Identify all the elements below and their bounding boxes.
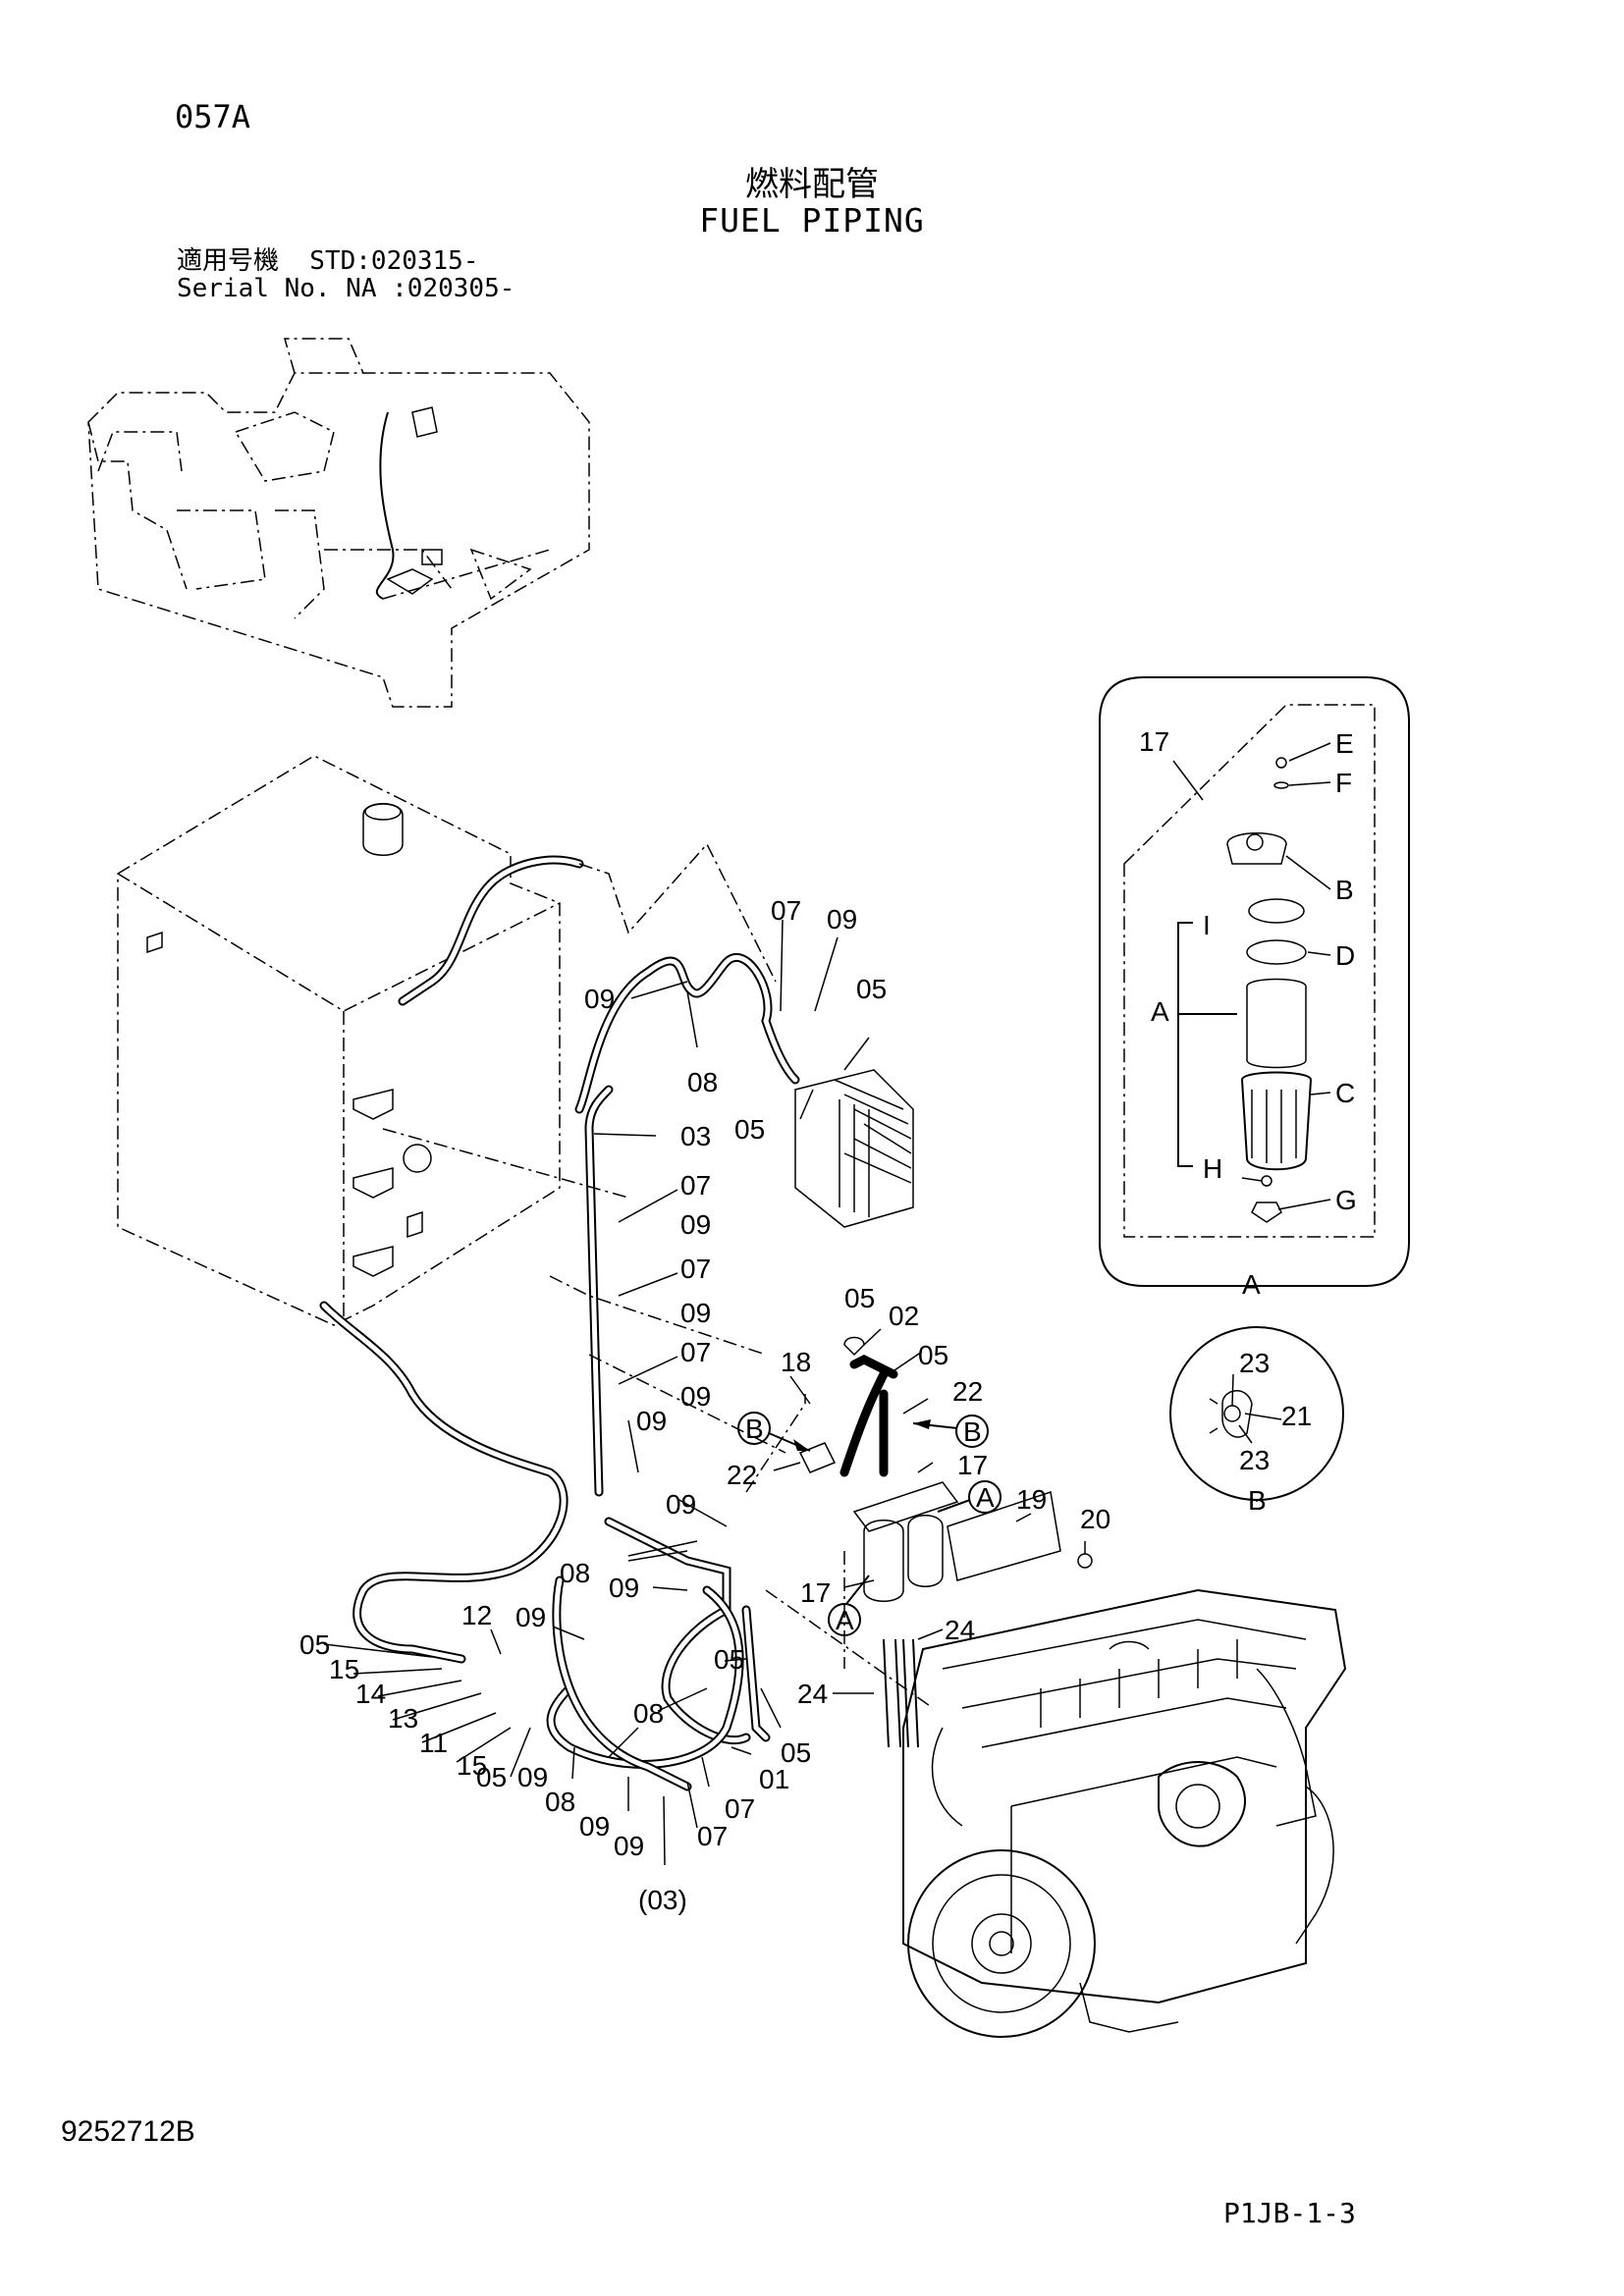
bubble-B-left — [737, 1412, 771, 1445]
serial-line-1: 適用号機 STD:020315- — [177, 246, 479, 276]
callout-label: 01 — [759, 1764, 789, 1794]
bubble-A-right — [968, 1480, 1001, 1514]
callout-label: 05 — [781, 1737, 811, 1768]
callout-label: 05 — [844, 1283, 875, 1313]
callout-bubble-label: A — [976, 1482, 995, 1513]
fuel-tank — [117, 755, 561, 1326]
callout-label: 05 — [918, 1340, 948, 1370]
callout-label: A — [1151, 996, 1169, 1027]
callout-label: 21 — [1281, 1401, 1312, 1431]
callout-bubble-label: B — [963, 1416, 982, 1447]
callout-label: 14 — [355, 1679, 386, 1709]
callout-label: 23 — [1239, 1348, 1270, 1378]
callout-label: 17 — [957, 1450, 988, 1480]
callout-label: 23 — [1239, 1445, 1270, 1475]
callout-label: 09 — [584, 984, 615, 1014]
callout-label: 09 — [680, 1298, 711, 1328]
callout-label: 09 — [515, 1602, 546, 1632]
detail-label-B: B — [1248, 1485, 1267, 1516]
callout-label: D — [1335, 940, 1355, 971]
callout-label: 07 — [680, 1170, 711, 1201]
callout-label: 09 — [579, 1811, 610, 1842]
callout-label: 07 — [771, 895, 801, 926]
callout-bubble-label: B — [745, 1414, 764, 1444]
fuel-cooler — [794, 1069, 914, 1228]
callout-label: 18 — [781, 1347, 811, 1377]
callout-label: 09 — [517, 1762, 548, 1792]
callout-label: 05 — [734, 1114, 765, 1145]
callout-label: 09 — [827, 904, 857, 934]
page-title-japanese: 燃料配管 — [745, 165, 879, 204]
callout-label: 08 — [560, 1558, 590, 1588]
callout-label: 09 — [614, 1831, 644, 1861]
callout-label: 05 — [856, 974, 887, 1004]
callout-label: 09 — [680, 1381, 711, 1412]
callout-label: 15 — [457, 1750, 487, 1781]
callout-bubble-label: A — [836, 1605, 854, 1635]
callout-label: (03) — [638, 1885, 687, 1915]
bubble-B-right — [955, 1415, 989, 1448]
document-number: 9252712B — [61, 2115, 195, 2148]
callout-label: 09 — [636, 1406, 667, 1436]
callout-label: 22 — [952, 1376, 983, 1407]
callout-label: 11 — [419, 1728, 448, 1758]
callout-leaders — [323, 742, 1331, 1866]
callout-label: I — [1203, 910, 1211, 940]
engine — [902, 1588, 1347, 2038]
callout-label: 05 — [714, 1644, 744, 1675]
callout-label: 05 — [299, 1629, 330, 1660]
callout-label: E — [1335, 728, 1354, 759]
callout-label: 08 — [687, 1067, 718, 1097]
sheet-code: P1JB-1-3 — [1223, 2197, 1356, 2229]
callout-label: 22 — [727, 1460, 757, 1490]
detail-label-A: A — [1242, 1269, 1261, 1300]
callout-bubbles — [737, 1412, 1001, 1636]
callout-label: G — [1335, 1185, 1357, 1215]
callout-label: 09 — [666, 1489, 696, 1520]
callout-label: 20 — [1080, 1504, 1110, 1534]
callout-label: 15 — [329, 1654, 359, 1684]
callout-label: 07 — [725, 1793, 755, 1824]
page-title: FUEL PIPING — [699, 201, 925, 240]
callout-label: B — [1335, 875, 1354, 905]
serial-line-2: Serial No. NA :020305- — [177, 274, 515, 303]
callout-label: 24 — [797, 1679, 828, 1709]
callout-label: 17 — [800, 1577, 831, 1608]
fuel-lines — [319, 842, 934, 1791]
callout-label: 03 — [680, 1121, 711, 1151]
page-code: 057A — [175, 98, 251, 135]
callout-labels: 17 E F B I D A C H G A 07 09 05 09 08 05… — [299, 726, 1357, 1915]
fuel-filter-assembly — [798, 1336, 1093, 1602]
callout-label: 19 — [1016, 1484, 1047, 1515]
bubble-A-lower — [828, 1603, 861, 1636]
callout-label: 07 — [680, 1337, 711, 1367]
callout-label: 07 — [680, 1254, 711, 1284]
callout-label: H — [1203, 1153, 1222, 1184]
callout-label: 17 — [1139, 726, 1169, 757]
callout-label: 12 — [461, 1600, 492, 1630]
callout-label: 07 — [697, 1821, 728, 1851]
callout-label: 09 — [609, 1573, 639, 1603]
serial-applicability: 適用号機 STD:020315- Serial No. NA :020305- — [177, 247, 514, 302]
callout-label: 08 — [633, 1698, 664, 1729]
callout-label: 05 — [476, 1762, 507, 1792]
callout-label: F — [1335, 768, 1352, 798]
callout-label: 13 — [388, 1703, 418, 1734]
detail-view-A — [1099, 676, 1410, 1287]
callout-label: 08 — [545, 1787, 575, 1817]
callout-label: C — [1335, 1078, 1355, 1108]
callout-label: 24 — [945, 1615, 975, 1645]
excavator-overview — [87, 338, 590, 708]
callout-label: 02 — [889, 1301, 919, 1331]
callout-label: 09 — [680, 1209, 711, 1240]
